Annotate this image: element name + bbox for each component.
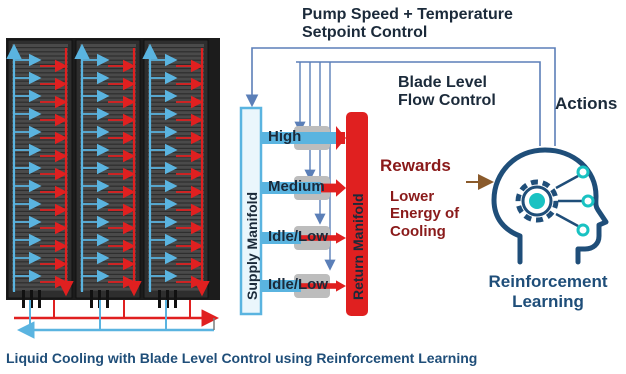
supply-manifold-label: Supply Manifold [244,191,260,300]
caption: Liquid Cooling with Blade Level Control … [6,350,478,366]
flow-row [261,176,346,200]
supply-flow-bar [261,182,321,194]
return-manifold-bar [346,112,368,316]
head-with-gear-icon [491,147,609,265]
flow-row [261,126,346,150]
return-manifold-label: Return Manifold [350,193,366,300]
flow-row [261,274,346,298]
supply-flow-bar [261,280,301,292]
return-flow-bar [321,183,336,193]
flow-level-label: Idle/Low [268,276,328,293]
flow-row [261,226,346,250]
blade-flow-rows [261,126,346,298]
server-rack-icon [74,39,142,308]
supply-flow-bar [261,132,341,144]
rack-bottom-piping [14,300,219,339]
actions-label: Actions [555,94,618,113]
return-flow-bar [301,235,336,241]
server-racks-group [6,38,220,308]
flow-level-label: Idle/Low [268,228,328,245]
server-rack-icon [142,39,210,308]
pump-control-feedback-line [245,47,556,146]
supply-flow-bar [261,232,301,244]
return-flow-bar [301,283,336,289]
flow-level-label: Medium [268,178,325,195]
rewards-label: Rewards [380,156,451,175]
flow-level-label: High [268,128,302,145]
supply-manifold-bar [239,106,263,316]
server-rack-icon [6,39,74,308]
